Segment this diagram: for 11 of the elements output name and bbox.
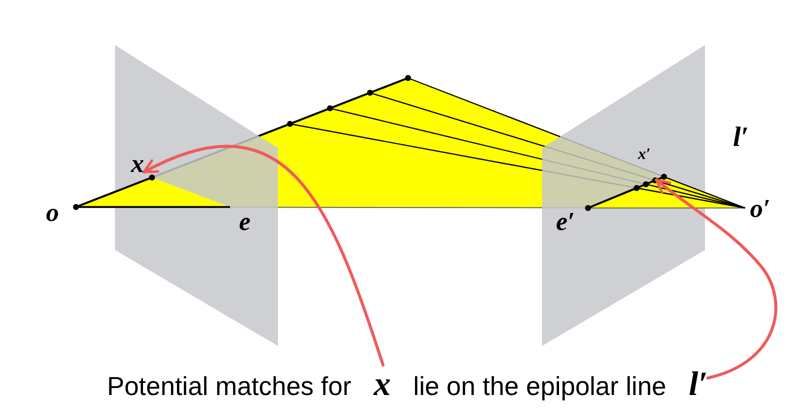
epipolar-line xyxy=(588,176,664,209)
point-label: e xyxy=(239,209,251,235)
caption: Potential matches for x lie on the epipolar line l′ xyxy=(107,365,708,406)
curved-arrow xyxy=(654,178,778,380)
point-label: e′ xyxy=(556,209,575,235)
point-label: x xyxy=(131,151,144,177)
line-label: l′ xyxy=(733,124,749,152)
point-label: x′ xyxy=(638,147,650,163)
point-label: o′ xyxy=(750,196,770,222)
curved-arrow xyxy=(142,144,384,366)
point-label: o xyxy=(46,200,59,226)
